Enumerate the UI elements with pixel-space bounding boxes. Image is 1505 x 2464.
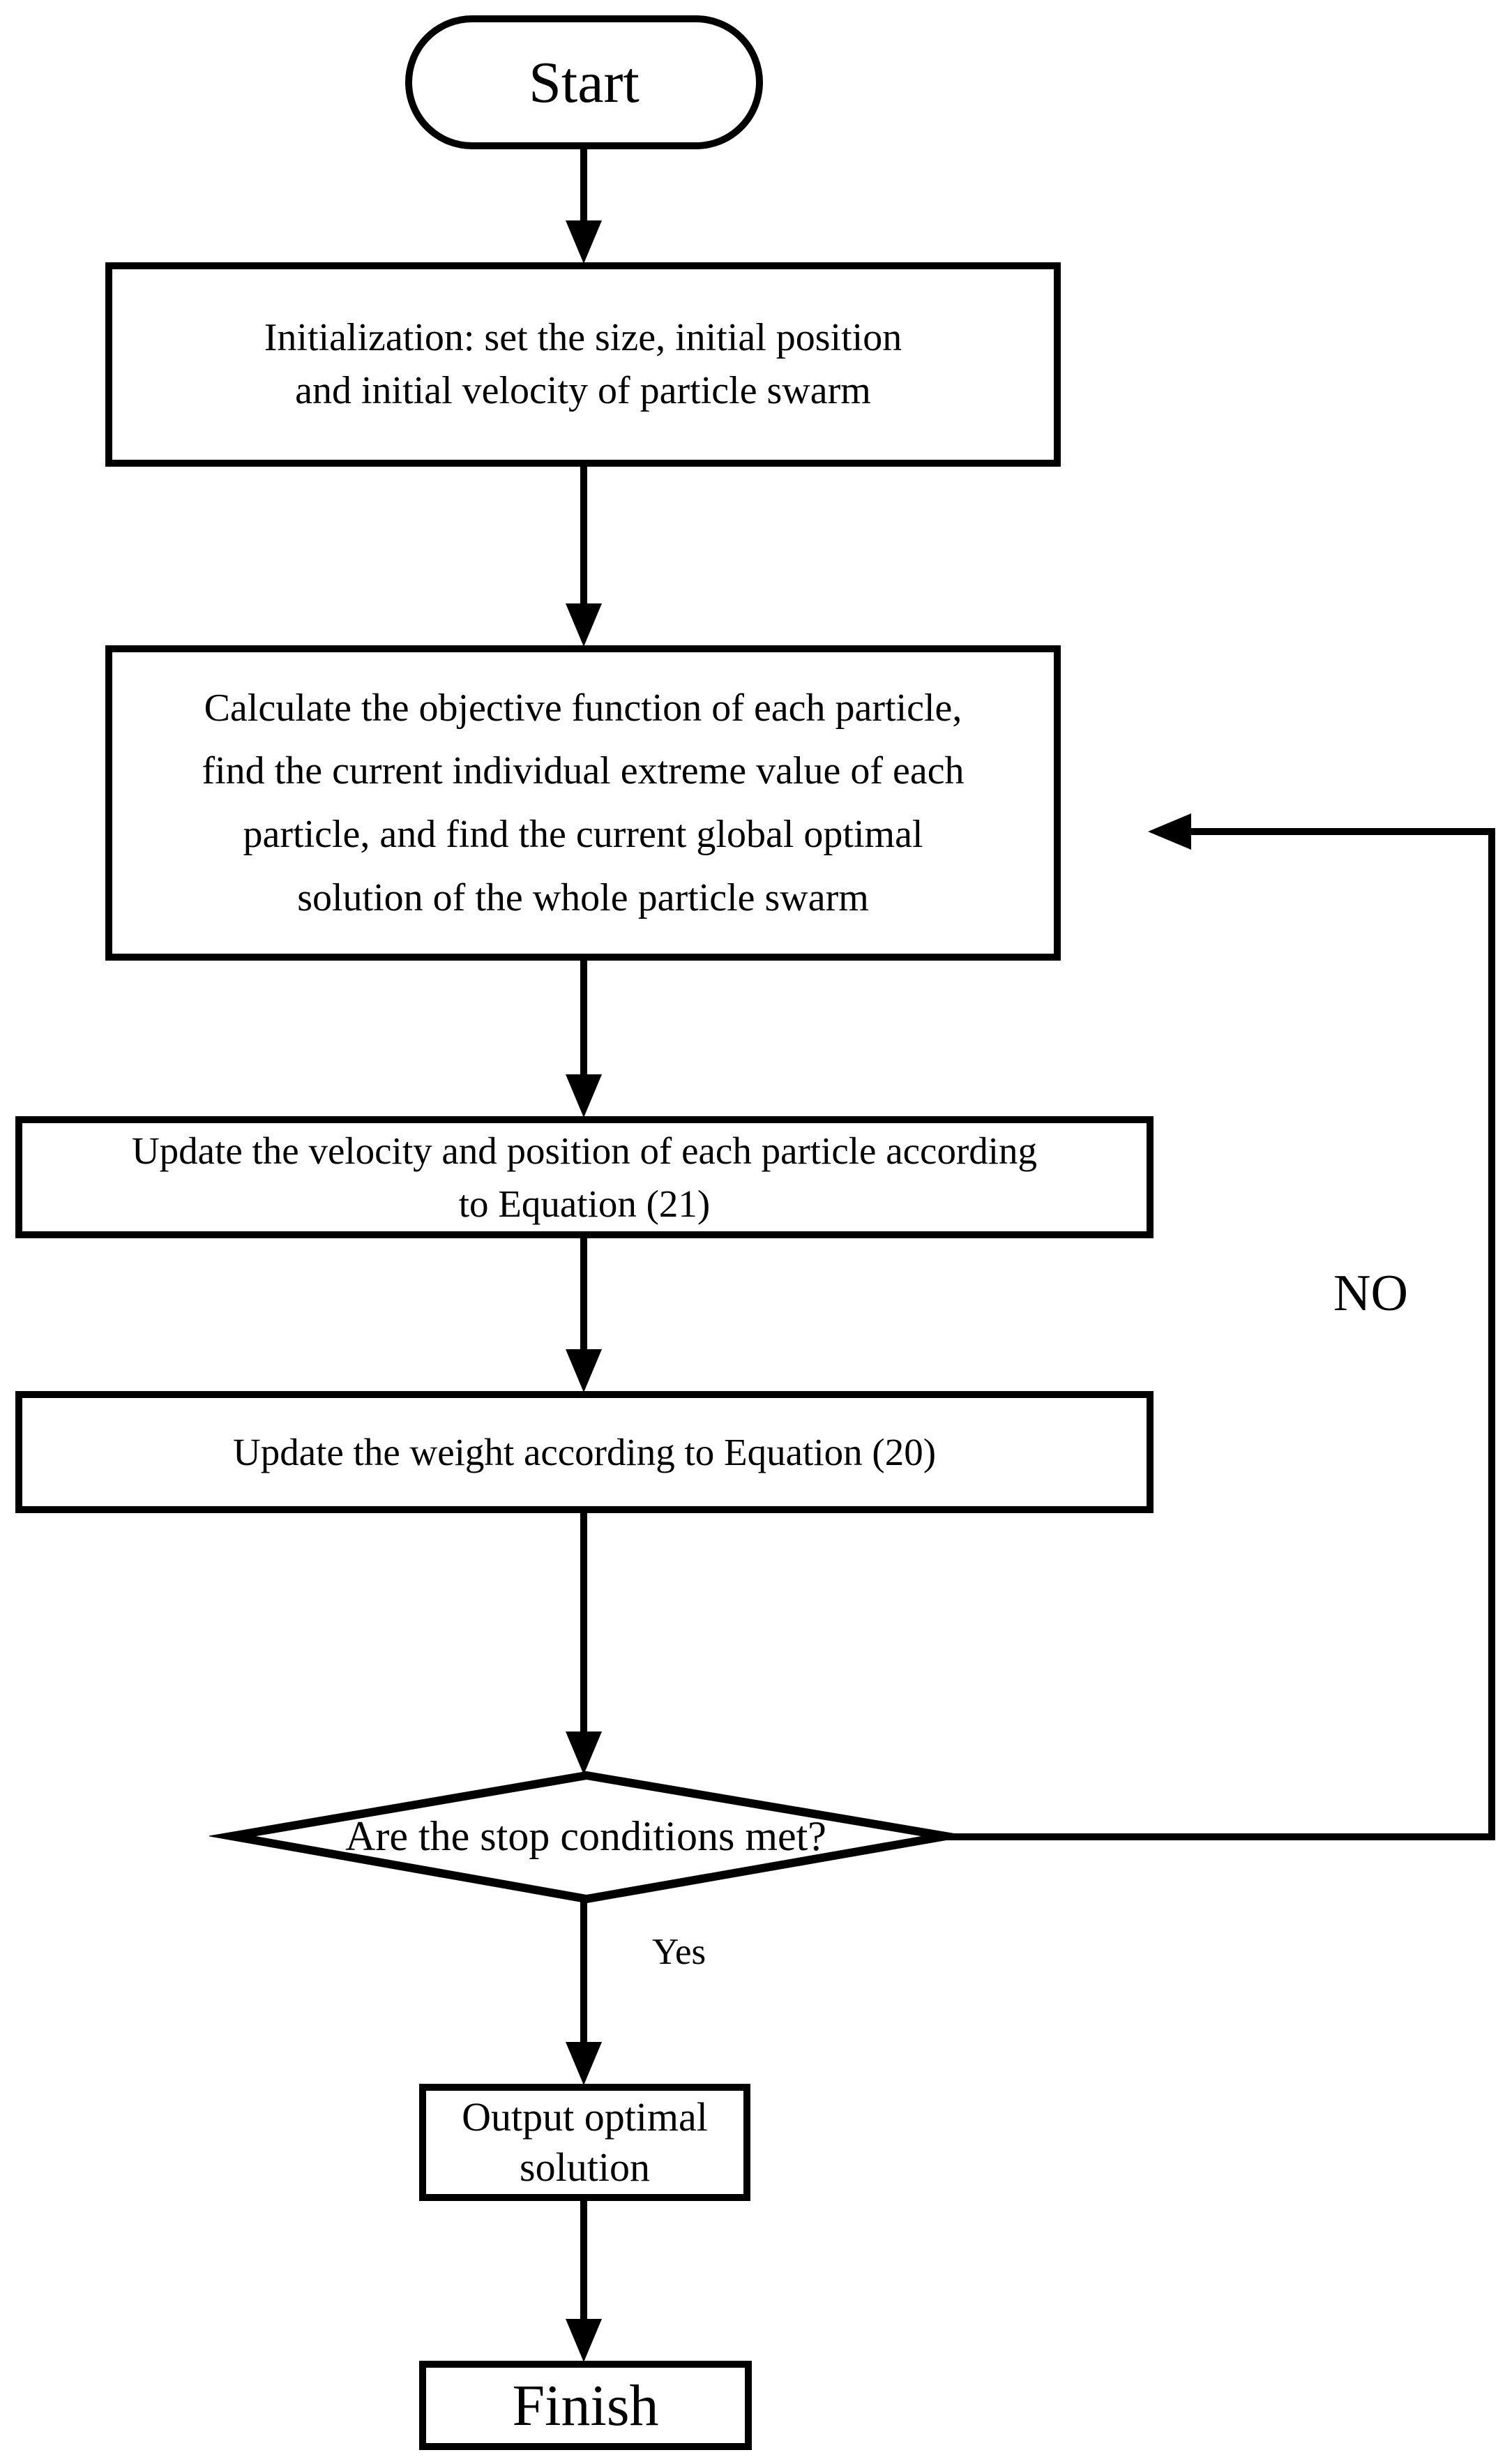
edge-weight-decision-arrowhead-icon <box>566 1731 602 1775</box>
no-loop-bottom-line <box>943 1833 1495 1840</box>
no-loop-arrowhead-icon <box>1148 813 1191 850</box>
edge-start-init-line <box>580 148 587 225</box>
node-update-weight: Update the weight according to Equation … <box>15 1391 1154 1513</box>
edge-weight-decision-line <box>580 1512 587 1735</box>
edge-output-finish-arrowhead-icon <box>566 2319 602 2362</box>
edge-velocity-weight-line <box>580 1237 587 1353</box>
node-update-velocity-label: Update the velocity and position of each… <box>131 1129 1038 1225</box>
no-edge-label: NO <box>1333 1265 1408 1322</box>
no-loop-vertical-line <box>1488 828 1495 1840</box>
edge-calc-velocity-line <box>580 959 587 1079</box>
yes-edge-label: Yes <box>652 1932 706 1972</box>
node-decision-label: Are the stop conditions met? <box>345 1813 826 1859</box>
node-update-velocity: Update the velocity and position of each… <box>15 1116 1154 1238</box>
edge-init-calc-arrowhead-icon <box>566 603 602 647</box>
node-calculate: Calculate the objective function of each… <box>105 645 1061 961</box>
node-start: Start <box>405 15 763 149</box>
edge-velocity-weight-arrowhead-icon <box>566 1349 602 1392</box>
edge-init-calc-line <box>580 465 587 608</box>
node-output-solution: Output optimal solution <box>419 2084 750 2201</box>
node-output-solution-label: Output optimal solution <box>462 2094 708 2191</box>
node-finish: Finish <box>419 2361 752 2450</box>
edge-start-init-arrowhead-icon <box>566 220 602 264</box>
node-initialization-label: Initialization: set the size, initial po… <box>264 315 902 412</box>
edge-calc-velocity-arrowhead-icon <box>566 1074 602 1118</box>
node-start-label: Start <box>529 50 640 115</box>
no-loop-top-line <box>1187 828 1495 835</box>
node-finish-label: Finish <box>512 2373 659 2438</box>
edge-output-finish-line <box>580 2200 587 2322</box>
node-update-weight-label: Update the weight according to Equation … <box>232 1430 937 1473</box>
node-calculate-label: Calculate the objective function of each… <box>202 686 965 919</box>
edge-decision-output-arrowhead-icon <box>566 2042 602 2085</box>
node-initialization: Initialization: set the size, initial po… <box>105 262 1061 467</box>
edge-decision-output-line <box>580 1898 587 2045</box>
